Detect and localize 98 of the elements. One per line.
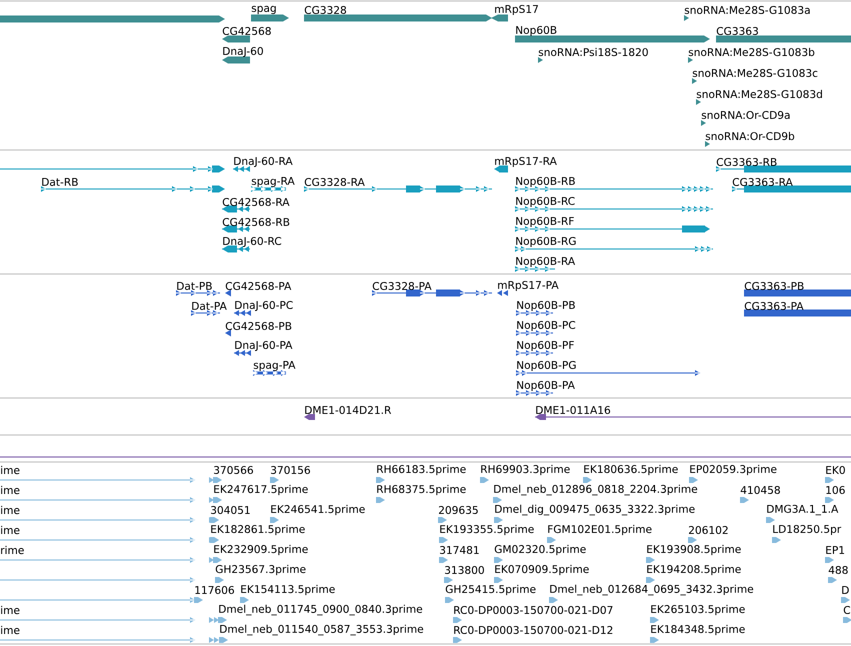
feature-label: CG3363-PA [744, 302, 804, 310]
feature-label: snoRNA:Me28S-G1083b [688, 48, 814, 56]
feature-label: CG3363-RB [716, 158, 776, 166]
feature-label: snoRNA:Me28S-G1083d [696, 90, 822, 98]
feature-label: RH66183.5prime [377, 464, 466, 476]
feature-label: mRpS17 [495, 4, 538, 16]
feature-label: CG42568-PA [226, 282, 292, 290]
feature-label: CG42568-RB [222, 218, 290, 226]
feature-label: Nop60B-RC [516, 196, 575, 208]
feature-label: CG3363-PB [744, 282, 804, 290]
feature-label: EK265103.5prime [651, 604, 745, 616]
feature-label: FGM102E01.5prime [548, 524, 652, 536]
feature-label: EK193908.5prime [647, 544, 741, 556]
feature-label: snoRNA:Me28S-G1083c [692, 69, 818, 78]
feature-label: EK0 [826, 466, 845, 474]
feature-label: snoRNA:Me28S-G1083a [684, 6, 810, 14]
feature-label: EP1 [826, 546, 844, 554]
feature-label: CG3363 [716, 27, 758, 36]
feature-label: LD18250.5pr [773, 524, 842, 536]
feature-label: CG42568 [222, 27, 271, 36]
feature-label: RH69903.3prime [481, 464, 570, 476]
feature-label: D [842, 586, 849, 594]
feature-label: DnaJ-60-RC [223, 237, 282, 247]
feature-label: Nop60B-RA [516, 256, 576, 268]
feature-label: DnaJ-60-RA [234, 157, 293, 167]
feature-label: spag-PA [254, 361, 296, 371]
feature-label: 117606 [195, 586, 234, 594]
feature-label: Dmel_dig_009475_0635_3322.3prime [495, 504, 695, 516]
feature-label: EK184348.5prime [651, 624, 745, 636]
feature-label: Nop60B-RB [516, 176, 575, 188]
feature-label: spag-RA [252, 177, 295, 187]
feature-label: GM02320.5prime [494, 544, 586, 556]
feature-label: Dmel_neb_012684_0695_3432.3prime [550, 584, 754, 596]
feature-label: DME1-014D21.R [305, 406, 392, 414]
feature-label: DnaJ-60-PC [235, 301, 293, 311]
feature-label: EK232909.5prime [214, 544, 308, 556]
feature-label: CG3328 [304, 6, 346, 14]
feature-label: Dmel_neb_012896_0818_2204.3prime [494, 484, 698, 496]
feature-label: EK182861.5prime [211, 524, 305, 536]
feature-label: Nop60B-RF [516, 216, 574, 228]
feature-label: RH68375.5prime [377, 484, 466, 496]
feature-label: CG3363-RA [732, 178, 793, 186]
feature-label: EP02059.3prime [690, 464, 776, 476]
feature-label: 317481 [440, 546, 479, 554]
feature-label: ime [1, 606, 20, 614]
feature-label: GH23567.3prime [216, 564, 306, 576]
feature-label: DMG3A.1_1.A [767, 504, 838, 516]
feature-label: 410458 [740, 486, 780, 494]
feature-label: Nop60B-PG [517, 360, 576, 372]
feature-label: CG42568-PB [226, 322, 292, 330]
feature-label: CG42568-RA [222, 198, 290, 206]
feature-label: RC0-DP0003-150700-021-D07 [454, 606, 612, 614]
feature-label: EK154113.5prime [241, 584, 335, 596]
feature-label: Dmel_neb_011540_0587_3553.3prime [220, 624, 424, 636]
feature-label: rime [1, 546, 24, 554]
feature-label: 209635 [439, 506, 478, 514]
feature-label: ime [1, 526, 20, 534]
feature-label: EK194208.5prime [647, 564, 741, 576]
feature-label: GH25415.5prime [446, 584, 536, 596]
feature-label: EK247617.5prime [214, 484, 308, 496]
feature-label: 106 [826, 486, 845, 494]
feature-label: ime [1, 626, 20, 634]
feature-label: EK246541.5prime [271, 504, 365, 516]
feature-label: Nop60B-RG [516, 236, 576, 248]
feature-label: 313800 [445, 566, 484, 574]
feature-label: snoRNA:Or-CD9b [706, 132, 794, 140]
feature-label: CG3328-PA [372, 282, 432, 290]
feature-label: C [844, 606, 850, 614]
feature-label: 370566 [214, 466, 253, 474]
feature-label: CG3328-RA [304, 178, 365, 186]
feature-label: Dat-RB [42, 178, 78, 186]
feature-label: snoRNA:Or-CD9a [702, 111, 790, 120]
feature-label: 304051 [211, 506, 250, 514]
feature-label: Nop60B-PA [517, 380, 575, 392]
feature-label: Nop60B-PB [517, 300, 575, 312]
feature-label: Dmel_neb_011745_0900_0840.3prime [219, 604, 422, 616]
feature-label: Nop60B-PC [517, 320, 576, 332]
feature-label: EK180636.5prime [584, 464, 678, 476]
feature-label: Nop60B-PF [517, 340, 574, 352]
feature-label: Dat-PA [192, 302, 227, 310]
feature-label: RC0-DP0003-150700-021-D12 [454, 626, 612, 634]
feature-label: DnaJ-60 [223, 47, 263, 57]
feature-label: mRpS17-PA [498, 280, 559, 292]
feature-label: DME1-011A16 [536, 406, 610, 414]
feature-label: spag [252, 6, 276, 14]
feature-label: snoRNA:Psi18S-1820 [538, 48, 648, 56]
feature-label: Nop60B [516, 26, 556, 36]
feature-label: Dat-PB [177, 282, 212, 290]
feature-label: EK070909.5prime [495, 564, 589, 576]
feature-label: ime [1, 486, 20, 494]
feature-label: DnaJ-60-PA [235, 341, 292, 351]
feature-label: 206102 [689, 526, 728, 534]
feature-label: ime [1, 466, 20, 474]
feature-label: mRpS17-RA [495, 156, 557, 168]
feature-label: 488 [828, 566, 848, 574]
feature-label: 370156 [271, 466, 310, 474]
feature-label: EK193355.5prime [440, 524, 534, 536]
feature-label: ime [1, 506, 20, 514]
